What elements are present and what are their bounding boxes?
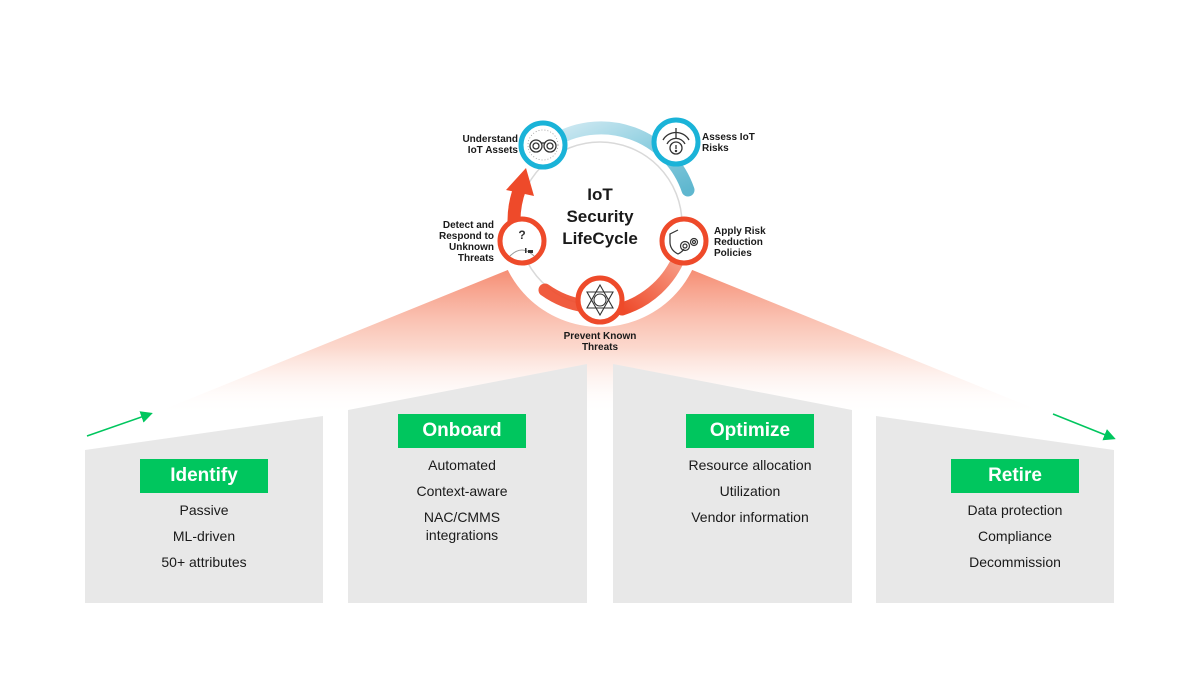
center-title-line: Security (566, 207, 634, 226)
blue-arc (545, 121, 695, 197)
stage-item: Compliance (978, 528, 1052, 544)
label-line: Risks (702, 143, 729, 154)
label-line: Unknown (449, 242, 494, 253)
stage-title-badge: Retire (951, 459, 1079, 493)
node-apply (659, 216, 709, 266)
stage-item: Context-aware (416, 483, 508, 499)
unknown-user-icon: ? (509, 228, 535, 257)
red-arrowhead-icon (506, 168, 534, 196)
stage-item: Data protection (967, 502, 1063, 518)
label-line: Threats (457, 253, 494, 264)
stage-optimize: Optimize Resource allocation Utilization… (631, 414, 869, 534)
lifecycle-center-title: IoT Security LifeCycle (540, 184, 660, 250)
risk-gauge-icon (662, 128, 690, 155)
stage-item: Vendor information (691, 509, 809, 525)
center-title-line: IoT (587, 185, 613, 204)
label-line: Reduction (714, 237, 763, 248)
node-label-assess: Assess IoT Risks (702, 132, 782, 154)
stage-retire: Retire Data protection Compliance Decomm… (896, 459, 1134, 579)
stage-item: Utilization (719, 483, 781, 499)
node-understand (518, 120, 568, 170)
node-label-prevent: Prevent Known Threats (540, 331, 660, 353)
arrow-right-icon (1052, 413, 1116, 441)
label-line: Respond to (439, 231, 494, 242)
stage-item: 50+ attributes (161, 554, 247, 570)
stage-item: ML-driven (172, 528, 236, 544)
center-title-line: LifeCycle (562, 229, 638, 248)
stage-identify: Identify Passive ML-driven 50+ attribute… (85, 459, 323, 579)
arrow-left-icon (86, 411, 153, 437)
stage-onboard: Onboard Automated Context-aware NAC/CMMS… (343, 414, 581, 552)
node-label-understand: Understand IoT Assets (440, 134, 518, 156)
atom-threat-icon (586, 283, 614, 317)
binoculars-icon (527, 129, 559, 161)
stage-item: Automated (428, 457, 496, 473)
node-prevent (575, 275, 625, 325)
label-line: Detect and (442, 220, 494, 231)
label-line: Policies (714, 248, 752, 259)
stage-title-badge: Identify (140, 459, 268, 493)
stage-item: Decommission (969, 554, 1061, 570)
stage-item: NAC/CMMS integrations (423, 509, 501, 543)
stage-item: Resource allocation (688, 457, 812, 473)
node-detect: ? (497, 216, 547, 266)
node-label-detect: Detect and Respond to Unknown Threats (412, 220, 494, 264)
label-line: IoT Assets (467, 145, 518, 156)
label-line: Understand (462, 134, 518, 145)
label-line: Assess IoT (702, 132, 755, 143)
stage-title-badge: Onboard (398, 414, 526, 448)
stage-item: Passive (179, 502, 229, 518)
shield-gears-icon (669, 229, 699, 255)
node-assess (651, 117, 701, 167)
stage-title-badge: Optimize (686, 414, 814, 448)
gradient-wedge (150, 265, 1050, 415)
label-line: Apply Risk (714, 226, 766, 237)
label-line: Threats (581, 342, 619, 353)
svg-text:?: ? (518, 228, 525, 242)
node-label-apply: Apply Risk Reduction Policies (714, 226, 794, 259)
label-line: Prevent Known (563, 331, 637, 342)
